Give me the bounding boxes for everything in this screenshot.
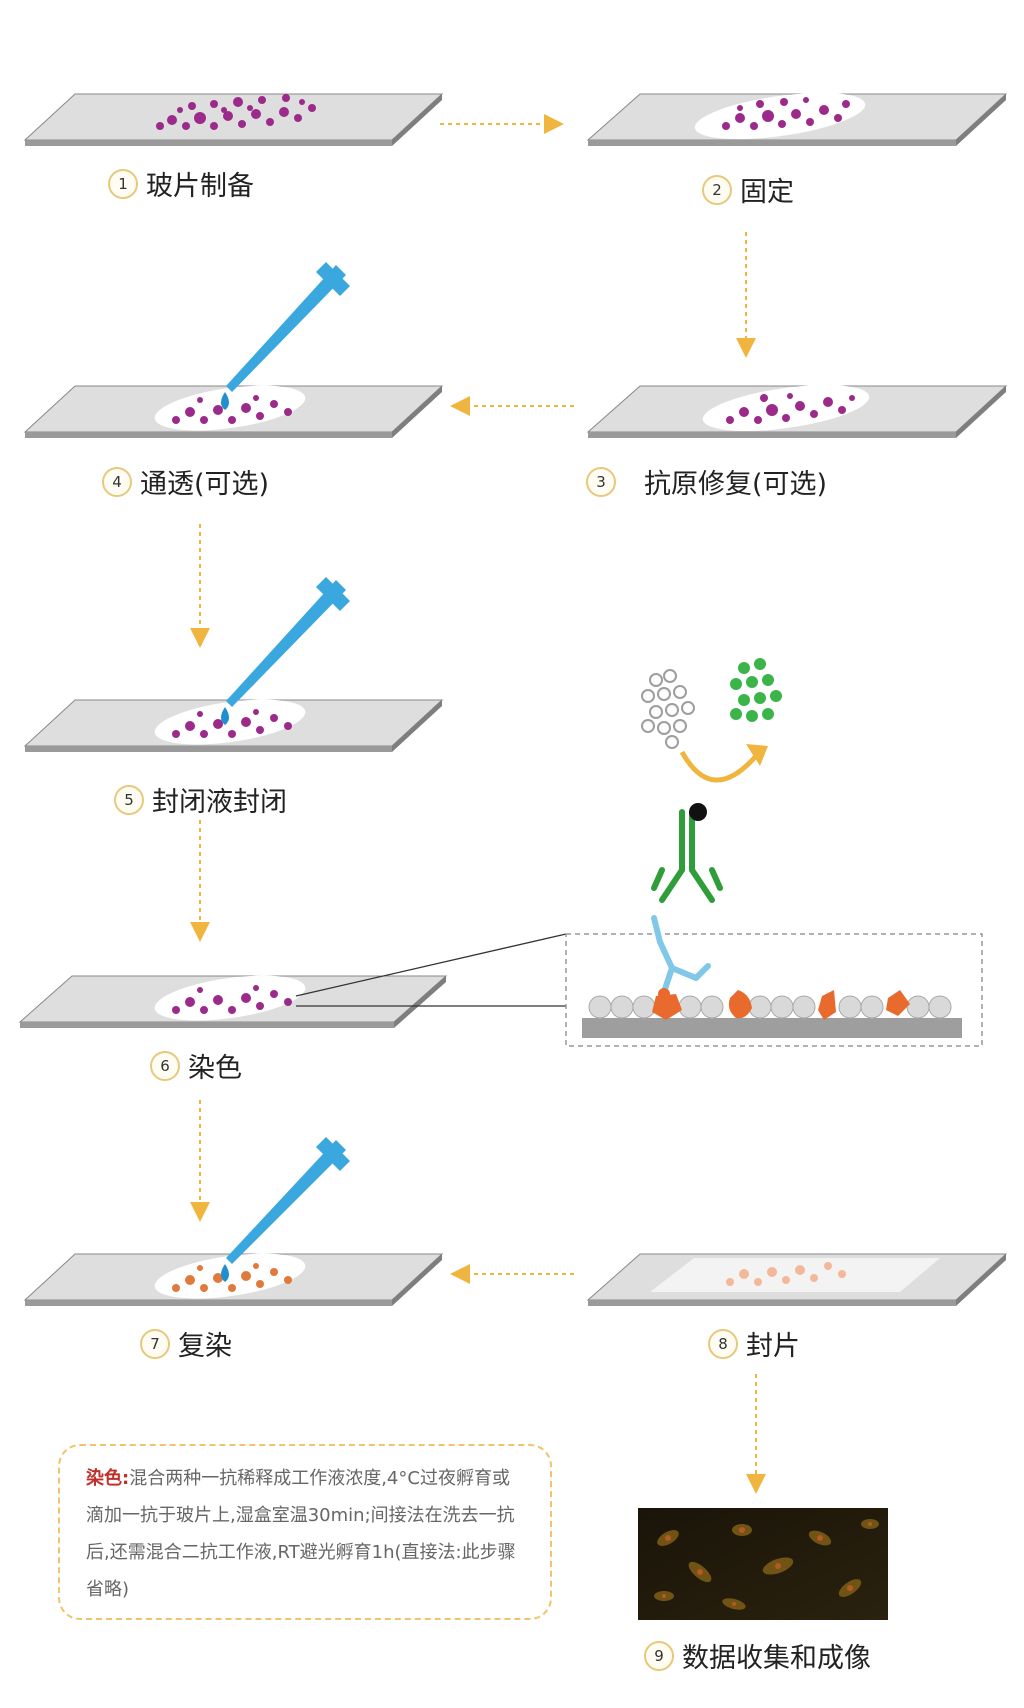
slide-4 <box>23 385 444 438</box>
step-title: 数据收集和成像 <box>682 1643 871 1674</box>
pipette-icon <box>221 1137 350 1282</box>
fluorophore-icon <box>689 803 707 821</box>
step-number-badge: 5 <box>114 784 144 815</box>
secondary-antibody-icon <box>651 809 723 903</box>
flow-arrows <box>190 114 766 1494</box>
slide-1 <box>23 93 444 146</box>
step-number-badge: 9 <box>644 1640 674 1671</box>
staining-zoom-panel <box>565 915 983 1047</box>
step-7-label: 7 复染 <box>140 1324 232 1363</box>
slide-5 <box>23 699 444 752</box>
step-title: 染色 <box>188 1053 242 1084</box>
step-title: 玻片制备 <box>146 171 254 202</box>
step-title: 通透(可选) <box>140 469 270 500</box>
staining-zoom-lines <box>295 933 567 1007</box>
step-5-label: 5 封闭液封闭 <box>114 780 287 819</box>
step-2-label: 2 固定 <box>702 170 794 209</box>
micrograph-image <box>638 1508 888 1620</box>
slide-2 <box>586 92 1008 146</box>
emission-light-icon <box>730 658 782 722</box>
step-6-label: 6 染色 <box>150 1046 242 1085</box>
slide-8 <box>586 1253 1008 1306</box>
step-title: 抗原修复(可选) <box>644 469 828 500</box>
step-number-badge: 8 <box>708 1328 738 1359</box>
pipette-icon <box>221 262 350 410</box>
step-number-badge: 6 <box>150 1050 180 1081</box>
step-8-label: 8 封片 <box>708 1324 800 1363</box>
coverslip <box>650 1258 940 1292</box>
emission-arrow-icon <box>679 750 758 783</box>
step-number-badge: 7 <box>140 1328 170 1359</box>
pipette-icon <box>221 577 350 725</box>
note-keyword: 染色: <box>86 1468 130 1489</box>
step-9-label: 9 数据收集和成像 <box>644 1636 871 1675</box>
step-title: 固定 <box>740 177 794 208</box>
step-1-label: 1 玻片制备 <box>108 164 254 203</box>
slide-3 <box>586 385 1008 438</box>
emission-arrowhead <box>746 744 768 766</box>
cell-cluster <box>156 94 316 130</box>
primary-antibody-icon <box>651 915 711 995</box>
step-title: 复染 <box>178 1331 232 1362</box>
step-number-badge: 2 <box>702 174 732 205</box>
step-number-badge: 1 <box>108 168 138 199</box>
step-number-badge: 3 <box>586 466 616 497</box>
excitation-light-icon <box>641 669 695 749</box>
step-title: 封闭液封闭 <box>152 787 287 818</box>
step-4-label: 4 通透(可选) <box>102 462 269 501</box>
note-text: 混合两种一抗稀释成工作液浓度,4°C过夜孵育或滴加一抗于玻片上,湿盒室温30mi… <box>86 1468 516 1600</box>
step-number-badge: 4 <box>102 466 132 497</box>
slide-6 <box>18 975 448 1028</box>
antigen-icon <box>652 990 910 1020</box>
step-3-label: 3 抗原修复(可选) <box>586 462 827 501</box>
slide-7 <box>23 1253 444 1306</box>
staining-note: 染色:混合两种一抗稀释成工作液浓度,4°C过夜孵育或滴加一抗于玻片上,湿盒室温3… <box>58 1444 552 1620</box>
step-title: 封片 <box>746 1331 800 1362</box>
